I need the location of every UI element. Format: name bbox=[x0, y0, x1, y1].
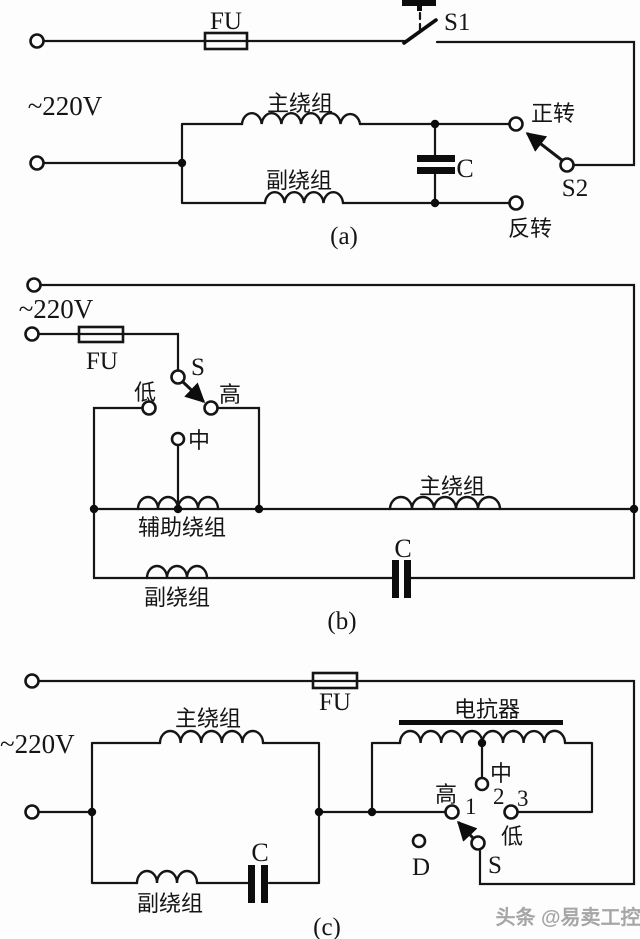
junction-dot bbox=[629, 504, 639, 514]
d-contact bbox=[411, 833, 427, 849]
fuse-symbol bbox=[311, 671, 359, 690]
forward-label: 正转 bbox=[531, 101, 575, 126]
s-label: S bbox=[191, 354, 205, 381]
s-pivot-contact bbox=[170, 369, 186, 385]
aux-winding-label: 副绕组 bbox=[137, 891, 203, 916]
watermark-text: 头条 @易卖工控 bbox=[495, 905, 640, 929]
main-winding-coil bbox=[388, 495, 502, 511]
s2-pivot-contact bbox=[559, 157, 575, 173]
mid-label: 中 bbox=[490, 761, 512, 786]
fuse-label: FU bbox=[319, 689, 351, 716]
fuse-symbol bbox=[77, 325, 125, 344]
high-label: 高 bbox=[435, 782, 457, 807]
s2-switch-arm bbox=[525, 132, 565, 163]
capacitor-plate bbox=[404, 560, 411, 598]
low-contact-3 bbox=[503, 804, 519, 820]
circuit-a: FU S1 ~220V 主绕组 副绕组 C 正转 S2 反转 (a) bbox=[28, 0, 636, 250]
s-pivot-contact bbox=[470, 835, 486, 851]
junction-dot bbox=[314, 807, 324, 817]
s-switch-arm bbox=[181, 380, 206, 404]
mid-contact bbox=[170, 431, 186, 447]
main-winding-label: 主绕组 bbox=[419, 474, 485, 499]
junction-dot bbox=[254, 504, 264, 514]
s2-label: S2 bbox=[562, 175, 588, 202]
caption-c: (c) bbox=[313, 914, 341, 939]
junction-dot bbox=[87, 807, 97, 817]
junction-dot bbox=[89, 504, 99, 514]
capacitor-plate bbox=[417, 167, 455, 174]
capacitor-label: C bbox=[251, 838, 268, 867]
s-switch-arm bbox=[457, 820, 478, 842]
aux-winding-label: 副绕组 bbox=[266, 168, 332, 193]
aux-winding-coil bbox=[135, 869, 199, 885]
mid-label: 中 bbox=[188, 428, 210, 453]
main-winding-label: 主绕组 bbox=[267, 91, 333, 116]
voltage-label: ~220V bbox=[0, 729, 75, 759]
high-label: 高 bbox=[219, 382, 241, 407]
forward-contact bbox=[508, 116, 524, 132]
supply-terminal bbox=[24, 804, 40, 820]
s1-handle-bar bbox=[402, 0, 436, 6]
main-winding-coil bbox=[240, 112, 362, 126]
capacitor-label: C bbox=[394, 534, 411, 563]
fuse-label: FU bbox=[86, 348, 118, 375]
mid-contact-2 bbox=[474, 776, 490, 792]
supply-terminal bbox=[24, 673, 40, 689]
caption-a: (a) bbox=[330, 223, 358, 250]
tap1-label: 1 bbox=[465, 794, 477, 819]
d-label: D bbox=[412, 854, 430, 881]
supply-terminal bbox=[26, 277, 42, 293]
voltage-label: ~220V bbox=[19, 294, 94, 324]
aux-winding-coil bbox=[263, 191, 345, 205]
fuse-symbol bbox=[203, 31, 249, 51]
tap2-label: 2 bbox=[493, 784, 505, 809]
s1-blade bbox=[402, 18, 438, 45]
reactor-tap-dot bbox=[477, 738, 487, 748]
reactor-label: 电抗器 bbox=[454, 697, 520, 722]
circuit-b-wiring bbox=[36, 283, 636, 580]
junction-dot bbox=[430, 198, 440, 208]
circuit-c: ~220V FU 主绕组 电抗器 中 2 高 1 3 低 D S C 副绕组 (… bbox=[0, 671, 636, 939]
voltage-label: ~220V bbox=[28, 91, 103, 121]
junction-dot bbox=[367, 807, 377, 817]
low-contact bbox=[141, 400, 157, 416]
capacitor-plate bbox=[261, 865, 268, 903]
capacitor-plate bbox=[392, 560, 399, 598]
high-contact-1 bbox=[444, 804, 460, 820]
fuse-label: FU bbox=[210, 8, 242, 35]
caption-b: (b) bbox=[327, 608, 356, 635]
s1-label: S1 bbox=[444, 9, 470, 36]
aux-winding-label: 副绕组 bbox=[144, 585, 210, 610]
supply-terminal bbox=[29, 33, 45, 49]
low-label: 低 bbox=[501, 824, 523, 849]
supply-terminal bbox=[29, 155, 45, 171]
supply-terminal bbox=[24, 326, 40, 342]
auxiliary-winding-label: 辅助绕组 bbox=[138, 515, 226, 540]
low-label: 低 bbox=[134, 380, 156, 405]
capacitor-plate bbox=[248, 865, 255, 903]
circuit-b: ~220V FU S 低 高 中 辅助绕组 主绕组 副绕组 C (b) bbox=[19, 277, 639, 635]
tap3-label: 3 bbox=[517, 786, 529, 811]
main-winding-label: 主绕组 bbox=[175, 706, 241, 731]
reactor-core-bar bbox=[399, 720, 563, 725]
reverse-label: 反转 bbox=[508, 216, 552, 241]
high-contact bbox=[203, 400, 219, 416]
capacitor-label: C bbox=[456, 154, 473, 183]
junction-dot bbox=[173, 504, 183, 514]
s-label: S bbox=[488, 852, 502, 879]
aux-winding-coil bbox=[145, 564, 209, 580]
reverse-contact bbox=[508, 195, 524, 211]
junction-dot bbox=[430, 119, 440, 129]
main-winding-coil bbox=[158, 729, 265, 745]
junction-dot bbox=[177, 158, 187, 168]
capacitor-plate bbox=[417, 155, 455, 162]
s1-handle-stem bbox=[417, 6, 422, 11]
